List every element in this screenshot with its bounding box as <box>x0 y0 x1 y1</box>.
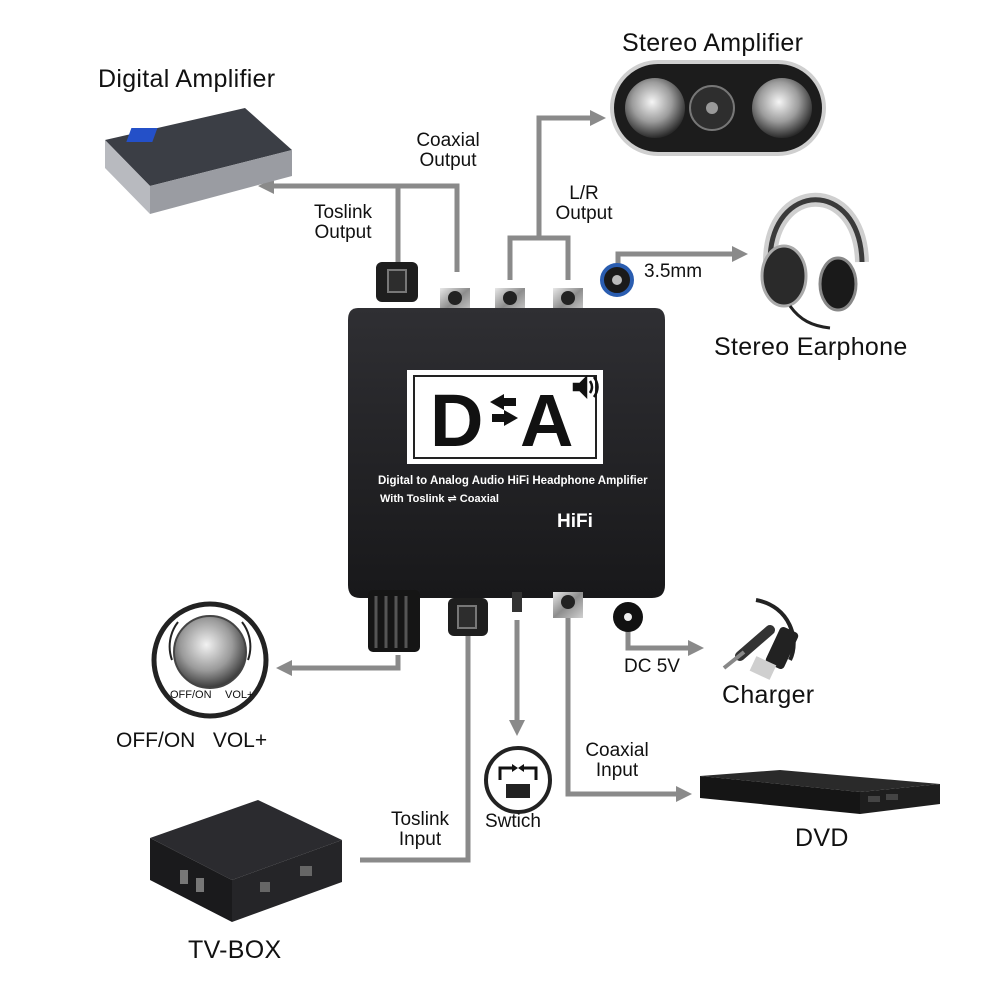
label-charger: Charger <box>722 681 815 709</box>
label-coaxial-input-line2: Input <box>595 759 639 781</box>
unit-hifi: HiFi <box>557 511 593 532</box>
label-toslink-input-line1: Toslink <box>390 809 450 830</box>
label-coaxial-input-line1: Coaxial <box>585 740 649 761</box>
line-volume-knob <box>290 655 401 671</box>
label-coaxial-input: Coaxial Input <box>578 741 656 781</box>
line-coaxial-toslink-output <box>270 183 460 272</box>
label-toslink-output-line2: Output <box>314 221 372 243</box>
label-lr-output-line1: L/R <box>569 183 599 204</box>
speaker-sound-icon <box>572 374 599 400</box>
label-tv-box: TV-BOX <box>188 936 282 964</box>
charger-device <box>722 598 799 680</box>
digital-amplifier-device <box>105 108 292 214</box>
tv-box-device <box>150 800 342 922</box>
bottom-ports <box>368 590 643 652</box>
line-toslink-input <box>360 632 471 863</box>
stereo-amplifier-device <box>610 60 826 156</box>
connector-lines <box>258 110 748 863</box>
dvd-device <box>700 770 940 814</box>
label-lr-output-line2: Output <box>555 202 613 224</box>
label-switch: Swtich <box>485 811 541 832</box>
label-stereo-earphone: Stereo Earphone <box>714 333 908 361</box>
switch-device <box>484 746 552 814</box>
label-dvd: DVD <box>795 824 849 852</box>
label-toslink-output-line1: Toslink <box>313 202 373 223</box>
label-35mm: 3.5mm <box>644 261 703 282</box>
label-lr-output: L/R Output <box>544 184 624 224</box>
label-toslink-input: Toslink Input <box>380 810 460 850</box>
knob-vol: VOL+ <box>225 689 253 701</box>
label-toslink-input-line2: Input <box>398 828 442 850</box>
label-dc5v: DC 5V <box>624 656 680 677</box>
line-dc5v <box>625 630 690 651</box>
logo-d: D <box>430 379 483 462</box>
label-stereo-amplifier: Stereo Amplifier <box>622 29 804 57</box>
logo-a: A <box>520 379 573 462</box>
label-coaxial-output: Coaxial Output <box>408 131 488 171</box>
label-toslink-output: Toslink Output <box>300 203 386 243</box>
top-ports <box>376 262 634 314</box>
volume-knob: OFF/ON VOL+ <box>151 601 269 719</box>
dac-converter-unit: D A Digital to Analog Audio HiFi Headpho… <box>348 262 665 652</box>
label-coaxial-output-line2: Output <box>419 149 477 171</box>
label-digital-amplifier: Digital Amplifier <box>98 65 276 93</box>
label-off-on-vol: OFF/ON VOL+ <box>116 729 268 752</box>
line-lr-output <box>507 115 595 280</box>
unit-subtitle: With Toslink ⇌ Coaxial <box>380 493 499 505</box>
line-coaxial-input <box>565 618 678 797</box>
label-coaxial-output-line1: Coaxial <box>416 130 480 151</box>
stereo-earphone-device <box>760 192 869 330</box>
knob-off-on: OFF/ON <box>170 689 212 701</box>
unit-description: Digital to Analog Audio HiFi Headphone A… <box>378 475 648 487</box>
logo-arrows-icon <box>490 394 518 426</box>
